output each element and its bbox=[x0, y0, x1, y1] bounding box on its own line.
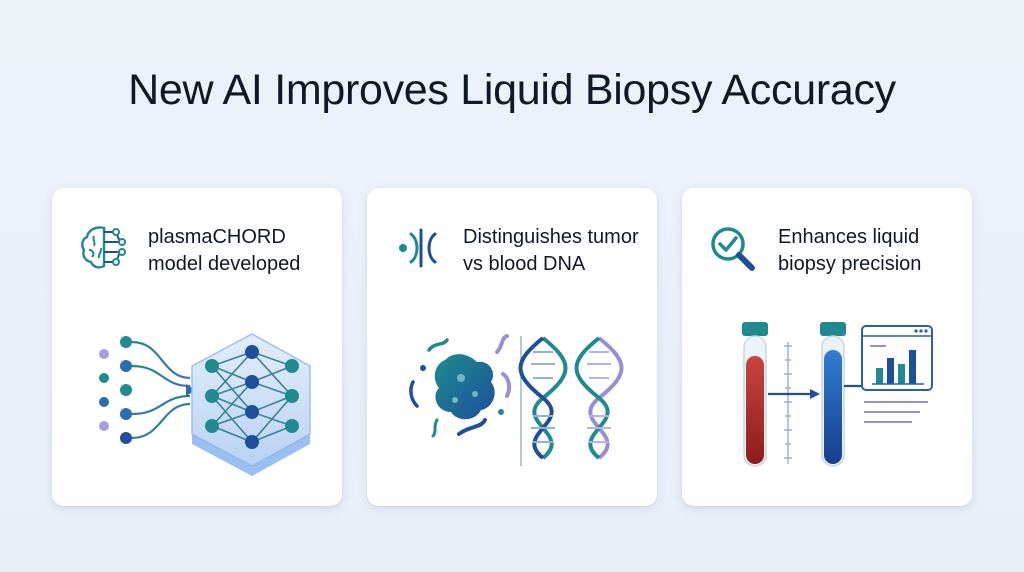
card-plasmachord-model: plasmaCHORD model developed bbox=[52, 188, 342, 506]
page-title: New AI Improves Liquid Biopsy Accuracy bbox=[128, 66, 896, 114]
test-tubes-chart-illustration bbox=[742, 322, 933, 467]
brain-circuit-icon bbox=[81, 226, 126, 269]
blood-dna-helix-1 bbox=[518, 336, 568, 460]
split-compare-icon bbox=[399, 228, 437, 268]
scale-ruler bbox=[784, 342, 792, 464]
dna-comparison-illustration bbox=[409, 334, 624, 466]
tumor-dna-fragments bbox=[409, 334, 512, 438]
magnifier-check-icon bbox=[711, 227, 755, 271]
results-chart-window bbox=[861, 325, 933, 391]
network-nodes bbox=[205, 345, 299, 449]
blood-dna-helix-2 bbox=[574, 336, 624, 460]
blood-sample-tube bbox=[742, 322, 768, 467]
neural-network-illustration bbox=[99, 333, 311, 476]
card-label: plasmaCHORD model developed bbox=[148, 226, 301, 275]
network-edges bbox=[211, 351, 293, 443]
input-nodes bbox=[99, 336, 132, 444]
card-label: Enhances liquid biopsy precision bbox=[778, 226, 922, 275]
flow-arrows bbox=[131, 340, 191, 440]
card-biopsy-precision: Enhances liquid biopsy precision bbox=[682, 188, 972, 506]
report-lines bbox=[864, 401, 928, 423]
plasma-sample-tube bbox=[820, 322, 846, 467]
card-label: Distinguishes tumor vs blood DNA bbox=[463, 226, 639, 275]
card-tumor-vs-blood: Distinguishes tumor vs blood DNA bbox=[367, 188, 657, 506]
